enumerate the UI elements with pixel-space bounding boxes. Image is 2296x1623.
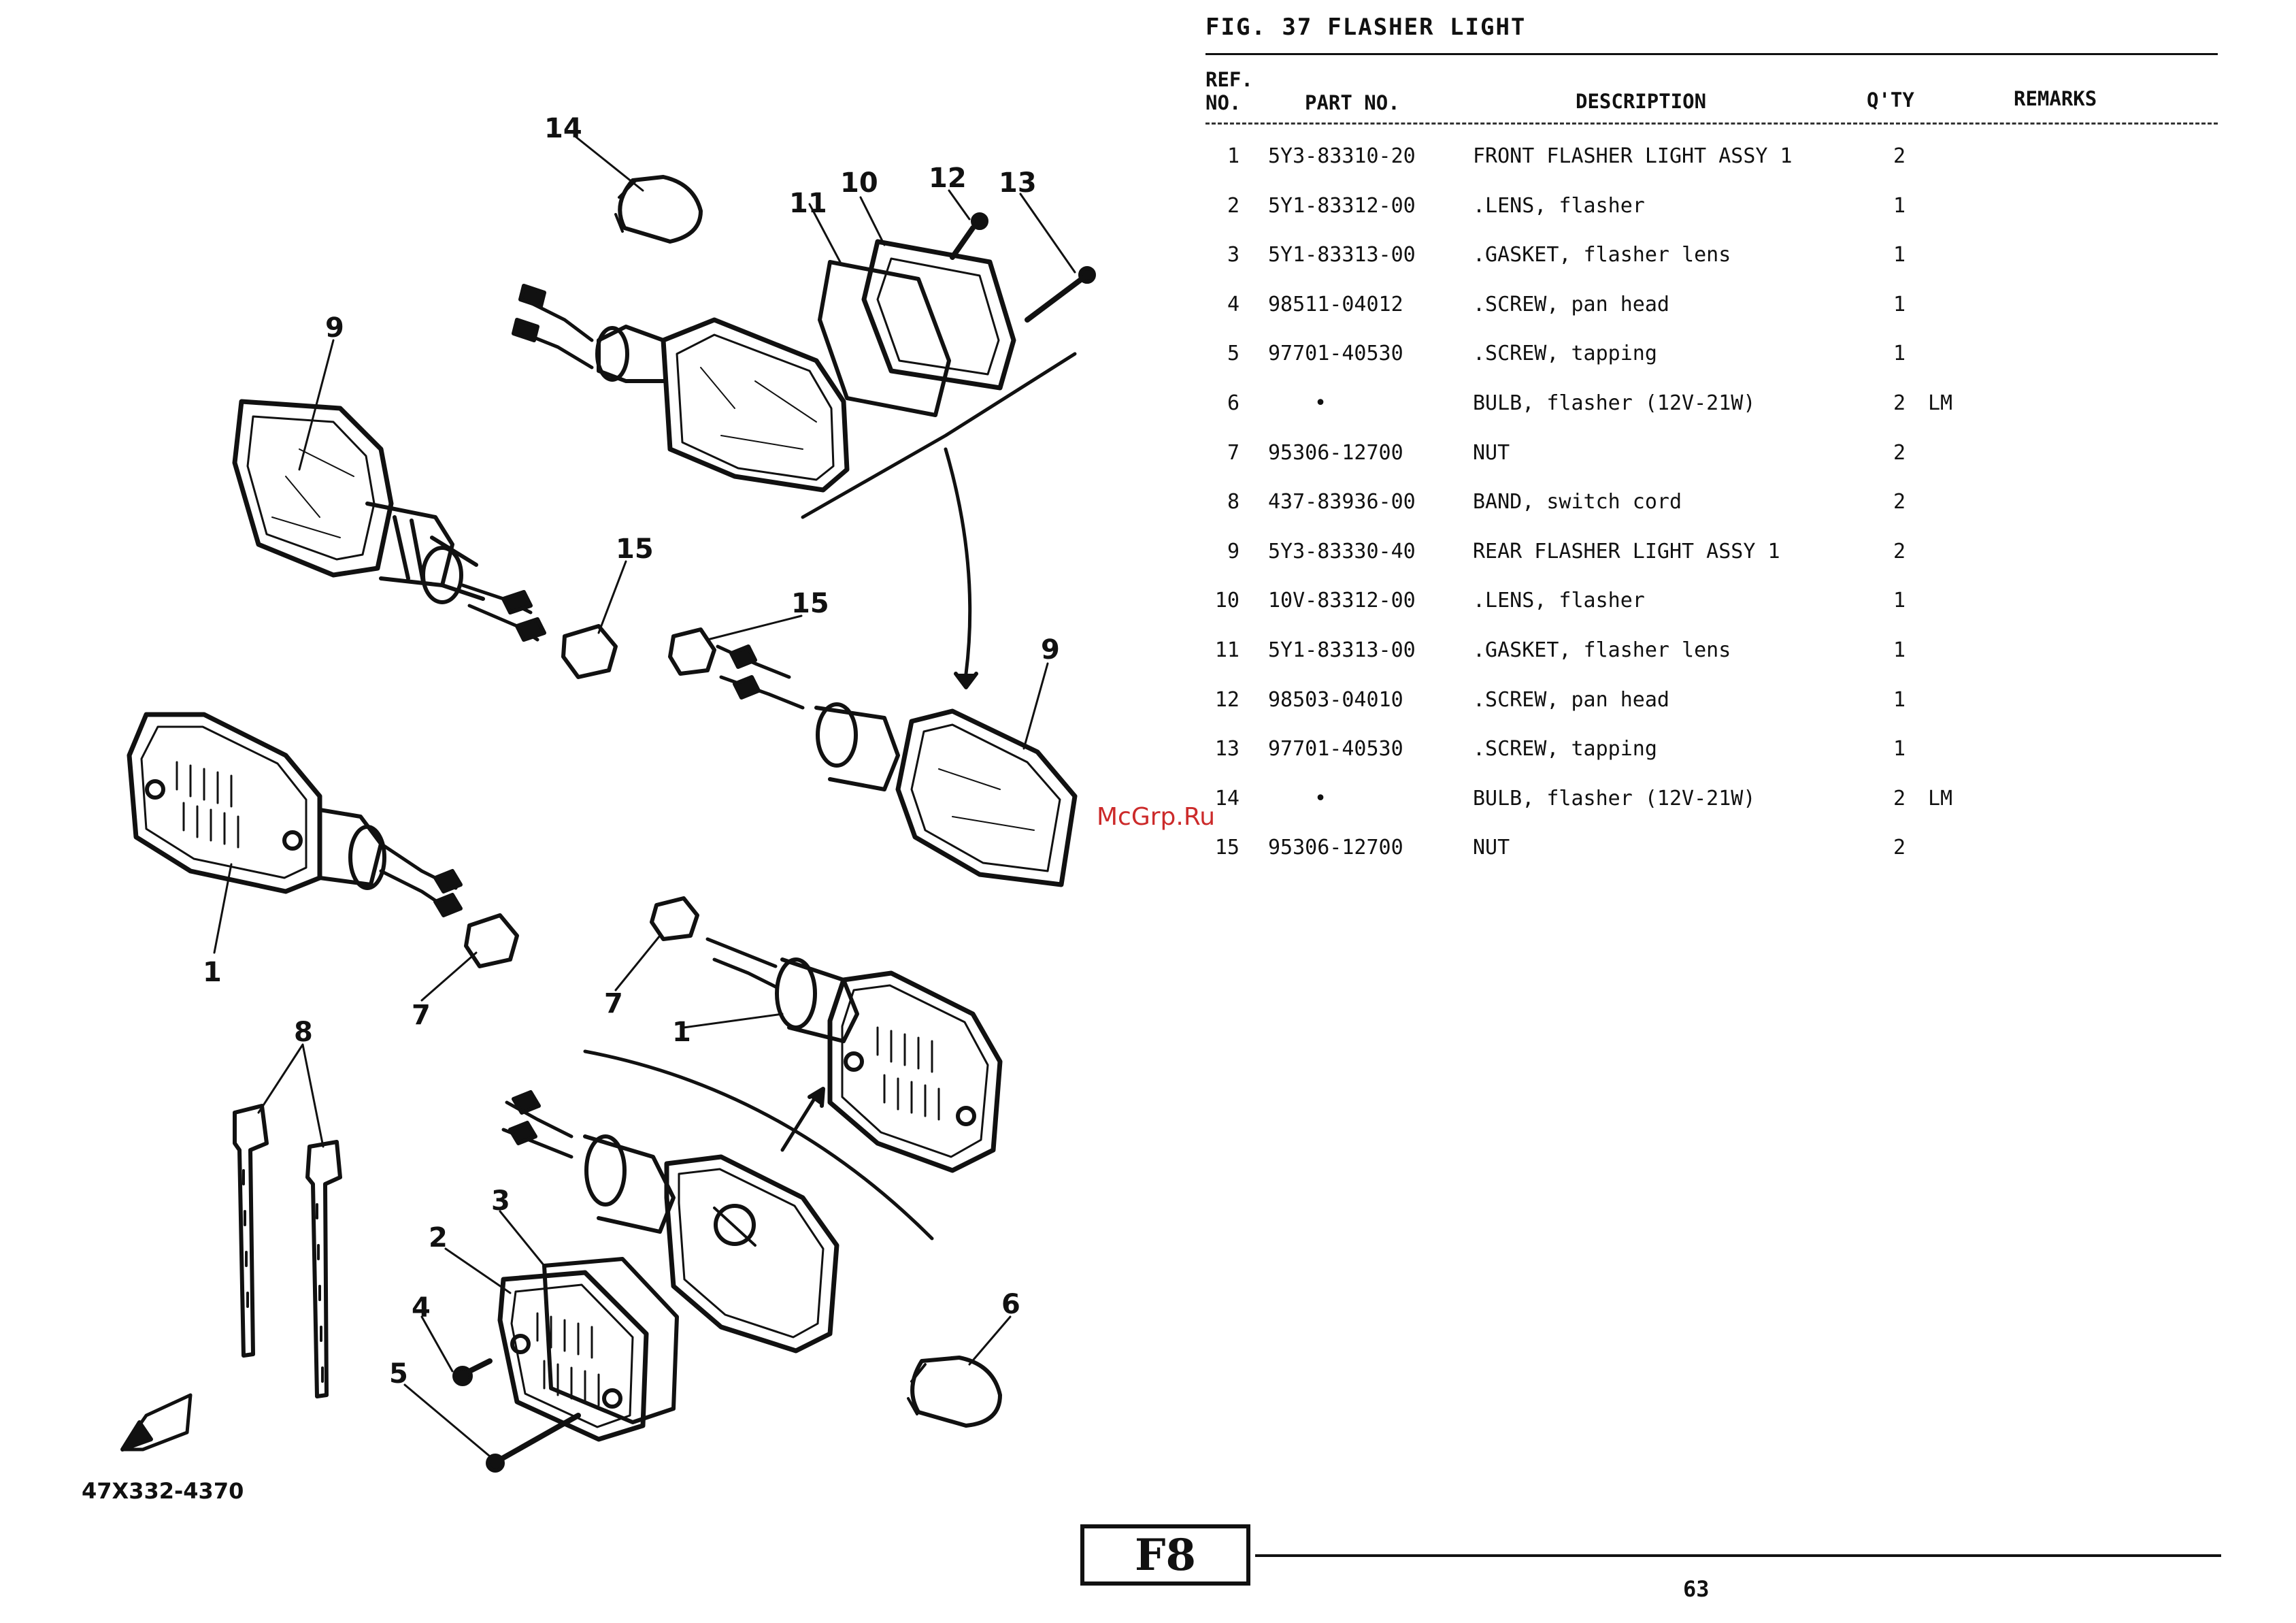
- figure-title: FIG. 37 FLASHER LIGHT: [1205, 14, 1541, 41]
- callout-9-right: 9: [1041, 634, 1060, 666]
- callout-1-left: 1: [203, 957, 222, 988]
- nut-15-right-drawing: [668, 627, 716, 676]
- callout-7-right: 7: [604, 988, 623, 1019]
- watermark-text: McGrp.Ru: [1097, 803, 1216, 831]
- callout-7-left: 7: [412, 1000, 431, 1031]
- switch-cord-bands-drawing: [233, 1104, 342, 1398]
- callout-10: 10: [840, 167, 878, 199]
- callout-3: 3: [491, 1185, 510, 1217]
- callout-6: 6: [1001, 1289, 1020, 1320]
- col-ref-header: REF. NO.: [1205, 68, 1253, 114]
- callout-5: 5: [389, 1358, 408, 1390]
- callout-8: 8: [294, 1017, 313, 1048]
- figure-label: FIG. 37: [1205, 14, 1313, 41]
- callout-4: 4: [412, 1292, 431, 1324]
- callout-14: 14: [544, 113, 582, 144]
- header-top-rule: [1205, 53, 2218, 55]
- front-direction-arrow-icon: [120, 1393, 193, 1452]
- callout-15-left: 15: [616, 534, 654, 565]
- col-qty-header: Q'TY: [1867, 88, 1914, 112]
- figure-name: FLASHER LIGHT: [1327, 14, 1527, 41]
- callout-1-right: 1: [672, 1017, 691, 1048]
- callout-9-left: 9: [325, 312, 344, 344]
- col-part-no-header: PART NO.: [1305, 91, 1400, 114]
- nut-7-right-drawing: [650, 896, 699, 941]
- callout-2: 2: [429, 1222, 448, 1253]
- callout-labels: 14 11 10 12 13 9 15 15 9 1 7 7 1 8 3 2 4…: [203, 113, 1060, 1390]
- front-flasher-right-drawing: [583, 937, 1003, 1241]
- rear-flasher-right-drawing: [716, 644, 1078, 887]
- header-bottom-rule: [1205, 122, 2218, 125]
- callout-12: 12: [929, 163, 967, 194]
- front-flasher-left-drawing: [127, 712, 463, 917]
- section-code-box: F8: [1080, 1524, 1250, 1586]
- nut-7-left-drawing: [464, 913, 519, 968]
- col-description-header: DESCRIPTION: [1576, 90, 1707, 113]
- callout-15-right: 15: [791, 588, 829, 619]
- page-number: 63: [1683, 1576, 1710, 1602]
- drawing-number: 47X332-4370: [82, 1478, 244, 1504]
- col-remarks-header: REMARKS: [2014, 87, 2097, 110]
- footer-rule: [1255, 1554, 2221, 1557]
- front-flasher-bottom-drawing: [452, 1090, 839, 1473]
- exploded-parts-diagram: 14 11 10 12 13 9 15 15 9 1 7 7 1 8 3 2 4…: [120, 113, 1096, 1473]
- bulb-top-drawing: [614, 175, 703, 244]
- rear-flasher-top-drawing: [512, 212, 1096, 689]
- callout-11: 11: [789, 188, 827, 219]
- callout-13: 13: [999, 167, 1037, 199]
- rear-flasher-left-drawing: [232, 399, 546, 642]
- nut-15-left-drawing: [561, 624, 618, 679]
- bulb-bottom-drawing: [907, 1356, 1002, 1428]
